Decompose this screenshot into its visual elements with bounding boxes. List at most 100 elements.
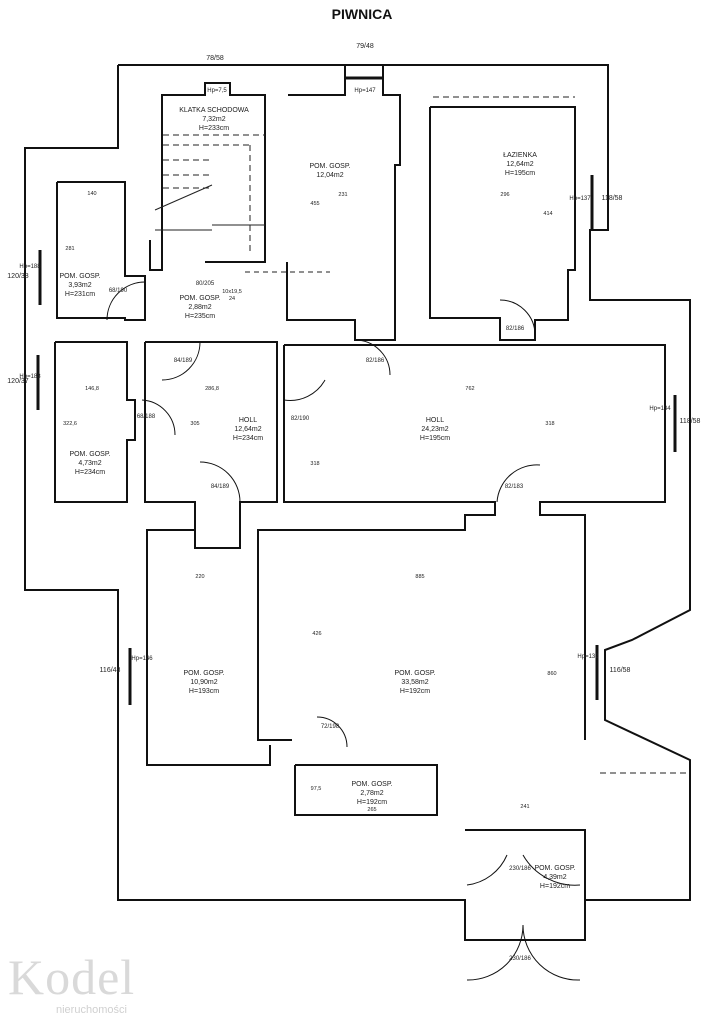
room-area: 10,90m2 xyxy=(190,679,217,686)
windows xyxy=(36,76,677,705)
room-area: 24,23m2 xyxy=(421,426,448,433)
dimension-label: 220 xyxy=(195,574,204,580)
room-height: H=195cm xyxy=(505,170,535,177)
room-height: H=192cm xyxy=(540,883,570,890)
room-wall xyxy=(54,341,136,503)
dimension-label: 241 xyxy=(520,804,529,810)
dimension-label: 97,5 xyxy=(311,786,322,792)
window-size: 79/48 xyxy=(356,43,374,50)
room-wall xyxy=(56,181,146,321)
door-size: 84/189 xyxy=(174,358,193,364)
room-name: POM. GOSP. xyxy=(59,273,100,280)
room-area: 12,04m2 xyxy=(316,172,343,179)
room-wall xyxy=(286,64,401,341)
window-sill-height: Hp=146 xyxy=(131,656,153,662)
dimension-label: 10x19,5 xyxy=(222,289,242,295)
window-sill-height: Hp=132 xyxy=(577,654,599,660)
dimension-label: 286,8 xyxy=(205,386,219,392)
room-wall xyxy=(465,829,586,900)
dimension-label: 322,6 xyxy=(63,421,77,427)
stair-wall xyxy=(149,82,266,271)
door-size: 230/186 xyxy=(509,866,531,872)
dimension-label: 24 xyxy=(229,296,235,302)
dimension-label: 231 xyxy=(338,192,347,198)
window-size: 118/58 xyxy=(602,195,623,202)
door-size: 68/188 xyxy=(137,414,156,420)
window-size: 118/58 xyxy=(680,418,701,425)
window-size: 120/37 xyxy=(7,378,29,385)
room-height: H=233cm xyxy=(199,125,229,132)
room-height: H=231cm xyxy=(65,291,95,298)
room-name: POM. GOSP. xyxy=(69,451,110,458)
dimension-label: 762 xyxy=(465,386,474,392)
dimension-label: 318 xyxy=(310,461,319,467)
room-wall xyxy=(144,341,278,549)
room-area: 12,64m2 xyxy=(506,161,533,168)
logo: Kodel xyxy=(8,949,136,1005)
window-sill-height: Hp=7,5 xyxy=(207,88,227,94)
outer-wall xyxy=(24,64,691,941)
room-height: H=234cm xyxy=(75,469,105,476)
room-name: POM. GOSP. xyxy=(183,670,224,677)
room-name: ŁAZIENKA xyxy=(503,152,537,159)
room-wall xyxy=(294,764,438,816)
window-sill-height: Hp=188 xyxy=(19,264,41,270)
dimension-label: 426 xyxy=(312,631,321,637)
window-sill-height: Hp=188 xyxy=(19,374,41,380)
room-height: H=195cm xyxy=(420,435,450,442)
window-sill-height: Hp=134 xyxy=(649,406,671,412)
room-area: 33,58m2 xyxy=(401,679,428,686)
room-name: POM. GOSP. xyxy=(394,670,435,677)
room-area: 12,64m2 xyxy=(234,426,261,433)
room-wall xyxy=(284,344,666,740)
dimension-label: 885 xyxy=(415,574,424,580)
door-size: 82/186 xyxy=(506,326,525,332)
dimension-label: 305 xyxy=(190,421,199,427)
room-height: H=192cm xyxy=(400,688,430,695)
room-name: POM. GOSP. xyxy=(179,295,220,302)
dimension-label: 281 xyxy=(65,246,74,252)
room-area: 4,39m2 xyxy=(543,874,566,881)
dimension-label: 860 xyxy=(547,671,556,677)
door-size: 82/190 xyxy=(291,416,310,422)
door-size: 72/198 xyxy=(321,724,340,730)
room-height: H=234cm xyxy=(233,435,263,442)
window-size: 116/48 xyxy=(100,667,121,674)
door-size: 84/189 xyxy=(211,484,230,490)
window-size: 120/38 xyxy=(7,273,29,280)
door-size: 82/186 xyxy=(366,358,385,364)
room-wall xyxy=(429,106,576,341)
window-sill-height: Hp=147 xyxy=(354,88,376,94)
dimension-label: 265 xyxy=(367,807,376,813)
stairs xyxy=(154,96,690,774)
room-area: 4,73m2 xyxy=(78,460,101,467)
room-name: HOLL xyxy=(239,417,257,424)
dimension-label: 455 xyxy=(310,201,319,207)
logo-subtitle: nieruchomości xyxy=(56,1004,127,1016)
door-size: 68/190 xyxy=(109,288,128,294)
window-size: 78/58 xyxy=(206,55,224,62)
room-name: POM. GOSP. xyxy=(309,163,350,170)
dimension-label: 414 xyxy=(543,211,552,217)
room-area: 7,32m2 xyxy=(202,116,225,123)
room-area: 2,78m2 xyxy=(360,790,383,797)
doors xyxy=(106,281,581,981)
door-size: 82/183 xyxy=(505,484,524,490)
plan-title: PIWNICA xyxy=(331,6,393,22)
room-area: 2,88m2 xyxy=(188,304,211,311)
room-name: KLATKA SCHODOWA xyxy=(179,107,249,114)
room-height: H=235cm xyxy=(185,313,215,320)
dimension-label: 146,8 xyxy=(85,386,99,392)
room-name: POM. GOSP. xyxy=(534,865,575,872)
window-size: 116/58 xyxy=(610,667,631,674)
room-wall xyxy=(257,345,496,741)
room-area: 3,93m2 xyxy=(68,282,91,289)
dimension-label: 318 xyxy=(545,421,554,427)
dimension-label: 296 xyxy=(500,192,509,198)
room-name: POM. GOSP. xyxy=(351,781,392,788)
room-height: H=193cm xyxy=(189,688,219,695)
door-size: 230/186 xyxy=(509,956,531,962)
